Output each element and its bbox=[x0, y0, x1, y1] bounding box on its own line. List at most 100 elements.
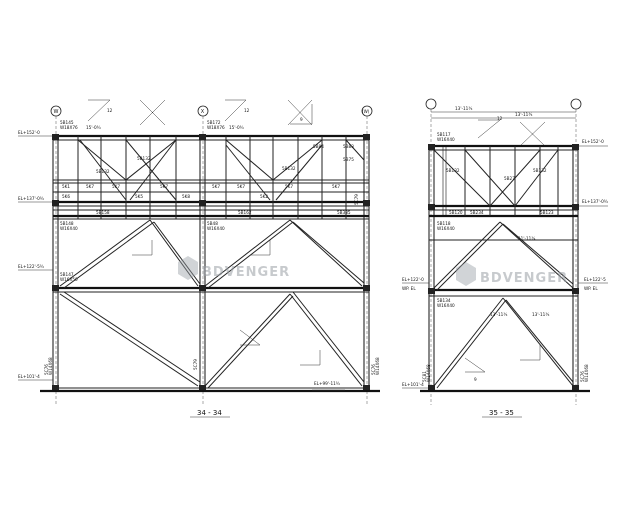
svg-text:5K7: 5K7 bbox=[112, 184, 120, 189]
slope-label-3: 9 bbox=[300, 117, 303, 122]
dimension-label: 13'-11¾ bbox=[515, 112, 532, 117]
member-label: 5B132 bbox=[137, 156, 151, 161]
slope-label: 9 bbox=[474, 377, 477, 382]
column-label: W14X68 bbox=[584, 364, 589, 382]
section-caption-35: 35 - 35 bbox=[489, 409, 514, 417]
member-label: 15'-0¾ bbox=[229, 125, 244, 130]
svg-text:5K7: 5K7 bbox=[86, 184, 94, 189]
slope-label: 12 bbox=[497, 116, 503, 121]
svg-text:5K5: 5K5 bbox=[135, 194, 143, 199]
dimension-label: 11'-11¾ bbox=[518, 236, 535, 241]
member-label: 5B132 bbox=[282, 166, 296, 171]
column-label: 5C81 bbox=[422, 371, 427, 382]
svg-text:5K8: 5K8 bbox=[182, 194, 190, 199]
watermark-left: BDVENGER bbox=[178, 256, 290, 280]
member-label: 5B335 bbox=[337, 210, 351, 215]
top-truss-verticals bbox=[77, 136, 347, 219]
elevation-label: EL+137'-0¾ bbox=[18, 196, 44, 201]
grid-bubble-right bbox=[570, 98, 582, 110]
column-label: 5C79 bbox=[193, 359, 198, 370]
member-label: W16X40 bbox=[437, 303, 455, 308]
svg-text:5K2: 5K2 bbox=[260, 194, 268, 199]
elevation-label: EL+101'-4 bbox=[402, 382, 424, 387]
member-label: 5B84 bbox=[313, 144, 324, 149]
column-label: 5C76 bbox=[580, 371, 585, 382]
slope-markers-top: 12 12 9 bbox=[87, 99, 313, 126]
top-truss-diagonals bbox=[77, 139, 365, 201]
member-label: 5B48 bbox=[207, 221, 218, 226]
watermark-text: BDVENGER bbox=[480, 271, 568, 286]
column-label: 5C76 bbox=[371, 364, 376, 375]
member-label: 5B145 bbox=[60, 120, 74, 125]
elevation-label: EL+122'-0 bbox=[402, 277, 424, 282]
member-label: 5B118 bbox=[437, 221, 451, 226]
elevation-tags-35: EL+152'-0 EL+137'-0¾ EL+122'-0 WP. EL EL… bbox=[402, 139, 608, 389]
watermark-text: BDVENGER bbox=[202, 265, 290, 280]
watermark-right: BDVENGER bbox=[456, 262, 568, 286]
joist-labels: 5K1 5K7 5K6 5K7 5K5 5K7 5K8 5K7 5K7 5K2 … bbox=[62, 184, 340, 199]
elevation-label: WP. EL bbox=[584, 286, 598, 291]
dimension-label: 13'-11¾ bbox=[490, 312, 507, 317]
member-label: 5B120 bbox=[449, 210, 463, 215]
svg-text:5K7: 5K7 bbox=[332, 184, 340, 189]
connection-plates-35 bbox=[428, 144, 579, 390]
grid-label-w2: (W) bbox=[362, 109, 370, 114]
member-label: W18X76 bbox=[207, 125, 225, 130]
elevation-label: EL+152'-0 bbox=[582, 139, 604, 144]
elevation-label: WP. EL bbox=[402, 286, 416, 291]
member-label: W16X40 bbox=[437, 137, 455, 142]
member-label: 5B134 bbox=[437, 298, 451, 303]
column-label: 5C79 bbox=[354, 194, 359, 205]
grid-label-x: X bbox=[201, 109, 205, 115]
elevation-label: EL+122'-5¾ bbox=[18, 264, 44, 269]
dimension-label: 13'-11¾ bbox=[455, 106, 472, 111]
member-label: 5B132 bbox=[533, 168, 547, 173]
svg-text:5K7: 5K7 bbox=[160, 184, 168, 189]
svg-text:5K7: 5K7 bbox=[237, 184, 245, 189]
svg-text:5K1: 5K1 bbox=[62, 184, 70, 189]
column-label: W14X68 bbox=[375, 357, 380, 375]
member-label: 5B172 bbox=[207, 120, 221, 125]
member-label: 5B147 bbox=[60, 272, 74, 277]
member-label: 5B148 bbox=[60, 221, 74, 226]
member-label: 15'-0¾ bbox=[86, 125, 101, 130]
member-label: 5B132 bbox=[446, 168, 460, 173]
column-label: W14X68 bbox=[48, 357, 53, 375]
slope-label-2: 12 bbox=[244, 108, 250, 113]
member-label: 5B158 bbox=[96, 210, 110, 215]
member-label: 5B27 bbox=[504, 176, 515, 181]
column-label: W14X68 bbox=[426, 364, 431, 382]
member-label: 5B83 bbox=[343, 144, 354, 149]
member-label: 5B75 bbox=[343, 157, 354, 162]
svg-text:5K6: 5K6 bbox=[62, 194, 70, 199]
grid-label-w: W bbox=[54, 109, 59, 115]
member-label: W16X40 bbox=[437, 226, 455, 231]
elevation-label: EL+137'-0¾ bbox=[582, 199, 608, 204]
elevation-label: EL+99'-11¾ bbox=[314, 381, 340, 386]
slope-label-1: 12 bbox=[107, 108, 113, 113]
member-label: 5B162 bbox=[238, 210, 252, 215]
dimension-label: 13'-11¾ bbox=[532, 312, 549, 317]
grid-bubble-left bbox=[425, 98, 437, 110]
member-label: 5B123 bbox=[540, 210, 554, 215]
connection-plates-34 bbox=[52, 134, 370, 390]
member-label: 5B132 bbox=[96, 169, 110, 174]
member-label: W16X40 bbox=[60, 226, 78, 231]
column-label: 5C76 bbox=[44, 364, 49, 375]
elevation-label: EL+101'-4 bbox=[18, 374, 40, 379]
svg-text:5K7: 5K7 bbox=[285, 184, 293, 189]
member-label: W16X40 bbox=[207, 226, 225, 231]
section-35-frame: 13'-11¾ 13'-11¾ bbox=[402, 98, 608, 418]
member-label: 5B234 bbox=[470, 210, 484, 215]
lower-tier-braces bbox=[59, 291, 365, 389]
svg-text:5K7: 5K7 bbox=[212, 184, 220, 189]
section-34-frame: W X (W) bbox=[18, 99, 380, 418]
mid-tier-braces bbox=[59, 219, 365, 289]
elevation-label: EL+152'-0 bbox=[18, 130, 40, 135]
member-label: W18X76 bbox=[60, 125, 78, 130]
elevation-label: EL+122'-5 bbox=[584, 277, 606, 282]
member-label: 5B117 bbox=[437, 132, 451, 137]
elevation-tags-34: EL+152'-0 EL+137'-0¾ EL+122'-5¾ EL+101'-… bbox=[18, 130, 345, 391]
section-caption-34: 34 - 34 bbox=[197, 409, 222, 417]
